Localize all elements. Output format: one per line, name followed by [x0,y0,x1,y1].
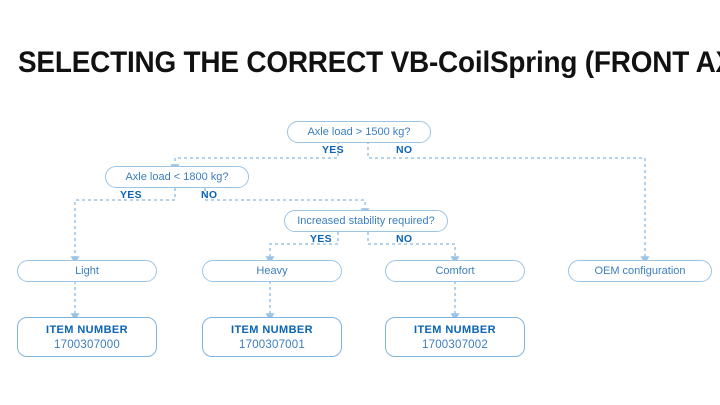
branch-label-d1-no: NO [396,144,413,156]
result-node-light[interactable]: Light [17,260,157,282]
item-number-box-comfort[interactable]: ITEM NUMBER 1700307002 [385,317,525,357]
decision-label: Increased stability required? [297,215,435,227]
branch-label-d2-yes: YES [120,189,142,201]
branch-label-d3-yes: YES [310,233,332,245]
item-number-value: 1700307002 [422,338,488,351]
result-label: Heavy [256,265,288,277]
result-label: OEM configuration [594,265,686,277]
result-label: Light [75,265,99,277]
item-number-heading: ITEM NUMBER [413,323,496,336]
branch-label-d2-no: NO [201,189,218,201]
edge-d3-yes [265,232,339,264]
edge-d2-yes [70,188,176,264]
decision-node-axle-load-1500[interactable]: Axle load > 1500 kg? [287,121,431,143]
edge-d1-no [367,141,650,264]
decision-node-increased-stability[interactable]: Increased stability required? [284,210,448,232]
item-number-box-light[interactable]: ITEM NUMBER 1700307000 [17,317,157,357]
edge-d2-no [204,188,370,216]
result-node-heavy[interactable]: Heavy [202,260,342,282]
edge-d1-yes [170,141,339,172]
edge-d3-no [367,232,460,264]
decision-label: Axle load < 1800 kg? [125,171,229,183]
result-label: Comfort [435,265,475,277]
item-number-value: 1700307001 [239,338,305,351]
decision-node-axle-load-1800[interactable]: Axle load < 1800 kg? [105,166,249,188]
item-number-box-heavy[interactable]: ITEM NUMBER 1700307001 [202,317,342,357]
branch-label-d1-yes: YES [322,144,344,156]
result-node-oem-configuration[interactable]: OEM configuration [568,260,712,282]
branch-label-d3-no: NO [396,233,413,245]
item-number-value: 1700307000 [54,338,120,351]
item-number-heading: ITEM NUMBER [230,323,313,336]
item-number-heading: ITEM NUMBER [45,323,128,336]
result-node-comfort[interactable]: Comfort [385,260,525,282]
page-title: SELECTING THE CORRECT VB-CoilSpring (FRO… [18,46,720,79]
decision-label: Axle load > 1500 kg? [307,126,411,138]
